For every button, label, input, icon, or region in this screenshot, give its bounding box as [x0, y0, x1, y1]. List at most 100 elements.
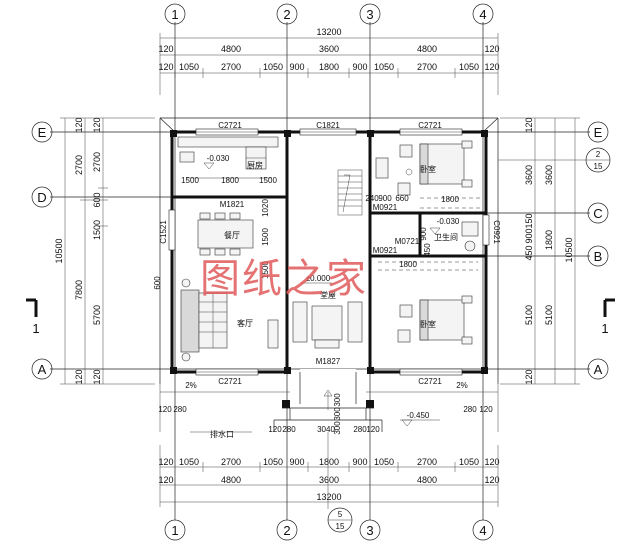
room-bedroom-top: 卧室: [420, 164, 436, 174]
window-label: C2721: [218, 121, 242, 130]
slope-label: 2%: [185, 381, 197, 390]
opening-labels: C2721 C1821 C2721 C2721 C2721 C1521 C092…: [159, 121, 501, 386]
axis-bubbles-right: E C B A: [587, 121, 609, 380]
svg-text:280: 280: [353, 425, 367, 434]
svg-text:450: 450: [423, 243, 432, 257]
svg-text:1050: 1050: [459, 62, 479, 72]
slope-label: 2%: [456, 381, 468, 390]
svg-text:1800: 1800: [319, 457, 339, 467]
svg-text:120: 120: [484, 457, 499, 467]
svg-text:120: 120: [479, 405, 493, 414]
living-room: 客厅 600 1500: [153, 261, 279, 362]
svg-text:120: 120: [484, 62, 499, 72]
svg-text:120: 120: [158, 457, 173, 467]
dining-room: 餐厅 1500: [197, 212, 270, 256]
axis-label: 1: [171, 7, 178, 22]
level-kitchen: -0.030: [207, 154, 230, 163]
exterior-walls: [159, 117, 499, 384]
room-kitchen: 厨房: [247, 160, 263, 170]
svg-text:4800: 4800: [221, 475, 241, 485]
svg-text:2700: 2700: [221, 62, 241, 72]
entry-porch: 2% 2% 排水口 -0.450 120 280 3040 280 120 12…: [158, 372, 499, 439]
svg-text:10500: 10500: [54, 238, 64, 263]
door-label: M0721: [395, 237, 420, 246]
svg-text:300: 300: [333, 393, 342, 407]
svg-text:150: 150: [524, 213, 534, 228]
svg-text:1050: 1050: [374, 62, 394, 72]
svg-text:120: 120: [484, 44, 499, 54]
svg-text:1050: 1050: [179, 457, 199, 467]
svg-text:1500: 1500: [261, 228, 270, 246]
bottom-dimensions: 120 1050 2700 1050 900 1800 900 1050 270…: [158, 445, 500, 507]
watermark: 图纸之家: [200, 257, 368, 301]
svg-text:900: 900: [524, 228, 534, 243]
svg-text:2700: 2700: [221, 457, 241, 467]
axis-label: 2: [283, 523, 290, 538]
kitchen: -0.030 厨房 1500 1800 1500 1020: [177, 136, 279, 217]
drain-label: 排水口: [210, 429, 234, 439]
svg-text:900: 900: [378, 194, 392, 203]
svg-text:B: B: [594, 249, 603, 264]
axis-bubbles-bottom: 1 2 3 4: [164, 519, 494, 541]
svg-text:120: 120: [524, 117, 534, 132]
svg-text:3600: 3600: [544, 165, 554, 185]
svg-text:7800: 7800: [74, 280, 84, 300]
room-hall: 堂屋: [320, 290, 336, 300]
top-dimensions: 13200 120 4800 3600 4800 120 120 1050 27…: [158, 27, 500, 95]
svg-text:240: 240: [365, 194, 379, 203]
svg-text:120: 120: [366, 425, 380, 434]
svg-text:300: 300: [333, 407, 342, 421]
window-label: C1521: [159, 220, 168, 244]
svg-text:A: A: [594, 362, 603, 377]
window-label: C0921: [492, 220, 501, 244]
svg-text:120: 120: [158, 44, 173, 54]
dim-total-top: 13200: [316, 27, 341, 37]
svg-text:900: 900: [419, 227, 428, 241]
bathroom: -0.030 卫生间 900 450: [419, 217, 479, 257]
svg-text:120: 120: [158, 405, 172, 414]
bedroom-top: 卧室 1800: [375, 140, 480, 209]
svg-text:1500: 1500: [259, 176, 277, 185]
door-label: M1827: [316, 357, 341, 366]
svg-text:450: 450: [524, 245, 534, 260]
window-label: C2721: [218, 377, 242, 386]
room-living: 客厅: [237, 318, 253, 328]
svg-text:E: E: [594, 125, 603, 140]
door-label: M0921: [373, 246, 398, 255]
svg-text:E: E: [38, 125, 47, 140]
svg-text:1800: 1800: [319, 62, 339, 72]
axis-label: 4: [479, 7, 486, 22]
room-bathroom: 卫生间: [434, 232, 458, 242]
svg-text:1800: 1800: [544, 230, 554, 250]
svg-text:1020: 1020: [261, 199, 270, 217]
svg-text:120: 120: [524, 369, 534, 384]
right-dimensions: 120 3600 150 900 450 5100 120 3600 1800 …: [500, 117, 580, 385]
section-label-left: 1: [32, 321, 39, 336]
svg-text:15: 15: [336, 522, 345, 531]
svg-text:3600: 3600: [524, 165, 534, 185]
left-dimensions: 10500 120 2700 7800 120 120 2700 600 150…: [54, 117, 155, 385]
axis-bubbles-top: 1 2 3 4: [164, 3, 494, 25]
svg-text:1800: 1800: [399, 260, 417, 269]
svg-text:4800: 4800: [221, 44, 241, 54]
svg-text:1800: 1800: [221, 176, 239, 185]
svg-text:A: A: [38, 362, 47, 377]
svg-text:120: 120: [484, 475, 499, 485]
axis-label: 4: [479, 523, 486, 538]
svg-text:120: 120: [74, 369, 84, 384]
svg-text:900: 900: [352, 62, 367, 72]
axis-label: 1: [171, 523, 178, 538]
door-label: M0921: [373, 203, 398, 212]
svg-text:280: 280: [463, 405, 477, 414]
svg-text:3600: 3600: [319, 44, 339, 54]
svg-text:120: 120: [92, 117, 102, 132]
axis-label: 2: [283, 7, 290, 22]
svg-text:900: 900: [352, 457, 367, 467]
svg-text:C: C: [593, 206, 602, 221]
level-bathroom: -0.030: [437, 217, 460, 226]
main-hall: 堂屋 ±0.000: [292, 274, 363, 349]
svg-text:4800: 4800: [417, 475, 437, 485]
window-label: C1821: [316, 121, 340, 130]
svg-text:1050: 1050: [263, 62, 283, 72]
axis-label: 3: [366, 7, 373, 22]
